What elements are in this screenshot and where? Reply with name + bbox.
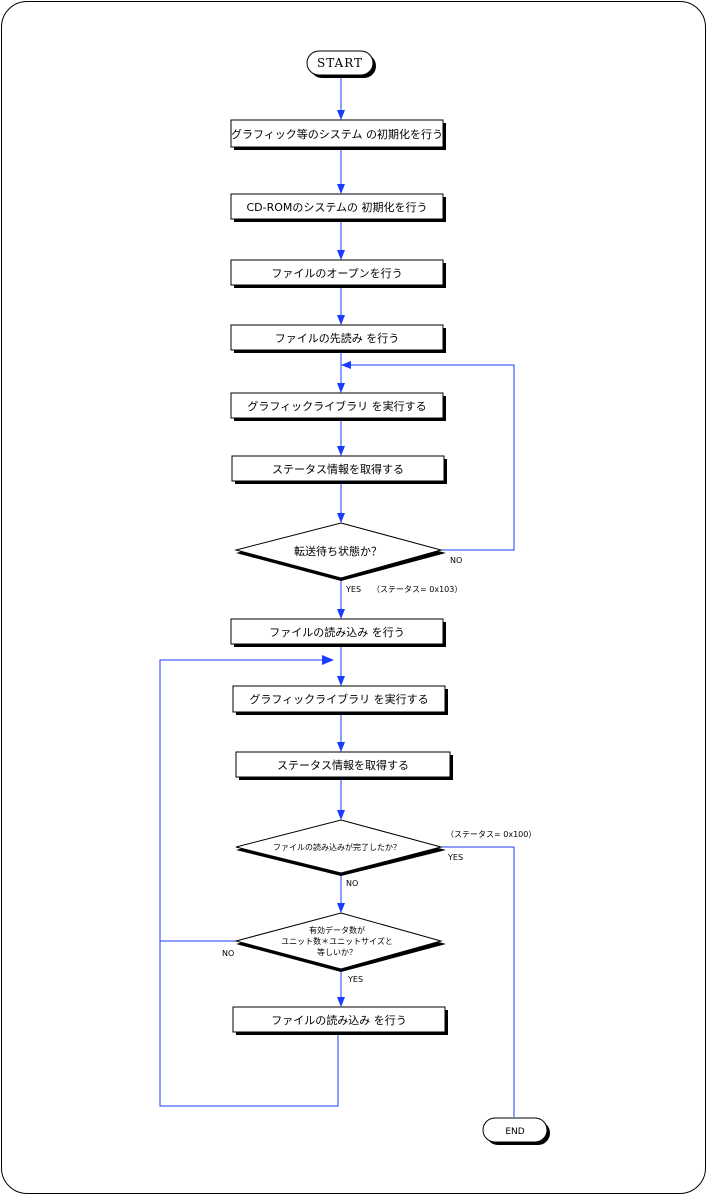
no-label-1: NO xyxy=(450,556,462,565)
process-label-9: ステータス情報を取得する xyxy=(277,759,409,772)
start-label: START xyxy=(317,56,363,70)
process-box-4: ファイルの先読み を行う xyxy=(230,324,446,353)
no-label-2: NO xyxy=(346,879,358,888)
end-label: END xyxy=(505,1127,524,1137)
process-box-9: ステータス情報を取得する xyxy=(235,751,453,780)
decision-3-line-3: 等しいか？ xyxy=(317,947,357,957)
yes-label-3: YES xyxy=(347,975,363,984)
decision-2: ファイルの読み込みが完了したか？ xyxy=(235,819,446,876)
no-label-3: NO xyxy=(222,949,234,958)
yes-label-2: YES xyxy=(447,853,463,862)
connectors xyxy=(159,75,515,1117)
process-box-6: ステータス情報を取得する xyxy=(231,455,447,484)
decision-3-line-1: 有効データ数が xyxy=(309,925,365,935)
process-box-3: ファイルのオープンを行う xyxy=(230,259,446,288)
process-label-2: CD-ROMのシステムの 初期化を行う xyxy=(246,200,427,214)
decision-1-label: 転送待ち状態か？ xyxy=(294,544,382,558)
process-label-7: ファイルの読み込み を行う xyxy=(269,625,405,639)
process-box-8: グラフィックライブラリ を実行する xyxy=(232,685,448,715)
decision-3-line-2: ユニット数＊ユニットサイズと xyxy=(281,936,393,946)
start-terminal: START xyxy=(306,50,376,78)
process-box-10: ファイルの読み込み を行う xyxy=(232,1006,448,1035)
process-label-8: グラフィックライブラリ を実行する xyxy=(249,692,428,706)
process-box-1: グラフィック等のシステム の初期化を行う xyxy=(230,119,446,150)
decision-1: 転送待ち状態か？ xyxy=(234,522,446,581)
process-label-3: ファイルのオープンを行う xyxy=(271,267,402,280)
process-box-5: グラフィックライブラリ を実行する xyxy=(230,392,446,421)
process-box-2: CD-ROMのシステムの 初期化を行う xyxy=(230,193,446,222)
process-label-10: ファイルの読み込み を行う xyxy=(271,1013,407,1027)
status-label-1: （ステータス= 0x103） xyxy=(372,585,462,594)
process-label-4: ファイルの先読み を行う xyxy=(275,331,400,345)
process-box-7: ファイルの読み込み を行う xyxy=(230,618,446,647)
decision-3: 有効データ数が ユニット数＊ユニットサイズと 等しいか？ xyxy=(234,912,446,972)
process-label-6: ステータス情報を取得する xyxy=(272,463,404,476)
end-terminal: END xyxy=(482,1117,550,1145)
status-label-2: （ステータス= 0x100） xyxy=(446,830,536,839)
process-label-5: グラフィックライブラリ を実行する xyxy=(247,399,426,413)
decision-2-label: ファイルの読み込みが完了したか？ xyxy=(273,842,401,852)
yes-label-1: YES xyxy=(345,585,361,594)
process-label-1: グラフィック等のシステム の初期化を行う xyxy=(231,127,443,141)
